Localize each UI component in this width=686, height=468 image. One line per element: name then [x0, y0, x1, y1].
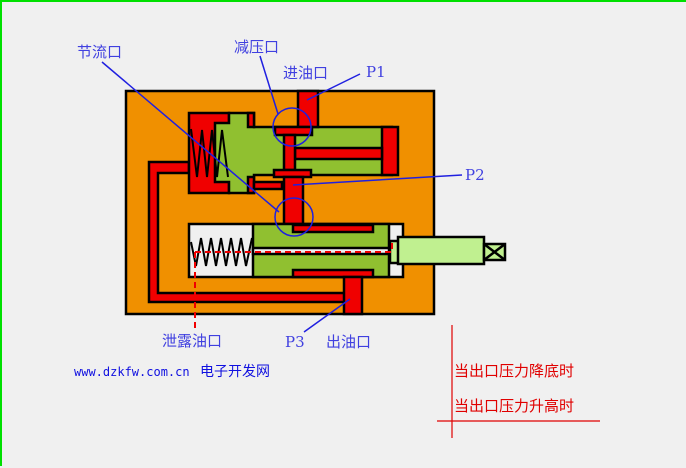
valve-body — [124, 89, 436, 316]
p1-label: P1 — [366, 63, 386, 81]
main-spool-groove-bottom — [291, 268, 375, 279]
reducing-port-circle — [272, 107, 312, 147]
p3-leader — [303, 298, 351, 333]
throttle-port-label: 节流口 — [77, 43, 122, 61]
p1-leader — [306, 73, 361, 101]
pilot-inner-channel — [293, 146, 384, 161]
pilot-slot-top — [246, 111, 256, 129]
reducing-leader — [259, 55, 279, 115]
throttle-leader — [101, 61, 280, 213]
pilot-end-cap — [380, 125, 400, 177]
reducing-port-label: 减压口 — [234, 38, 279, 56]
adjust-handle — [396, 235, 486, 266]
knob-cross-icon — [483, 243, 506, 261]
pilot-stem — [282, 133, 297, 172]
drain-line — [194, 242, 393, 332]
throttle-port-circle — [274, 197, 314, 237]
side-passage — [252, 180, 284, 191]
p2-leader — [292, 174, 463, 186]
drain-port-label: 泄露油口 — [162, 332, 222, 350]
note-pressure-drop: 当出口压力降底时 — [454, 362, 574, 380]
site-name: 电子开发网 — [200, 364, 270, 380]
outlet-channel — [342, 275, 364, 316]
outlet-port-label: 出油口 — [326, 333, 371, 351]
inlet-port-label: 进油口 — [283, 64, 328, 82]
note-pressure-rise: 当出口压力升高时 — [454, 397, 574, 415]
main-spool-groove-top — [291, 223, 375, 234]
site-url[interactable]: www.dzkfw.com.cn — [74, 365, 190, 379]
p2-label: P2 — [465, 166, 485, 184]
main-spring — [190, 237, 253, 267]
p3-label: P3 — [285, 333, 305, 351]
